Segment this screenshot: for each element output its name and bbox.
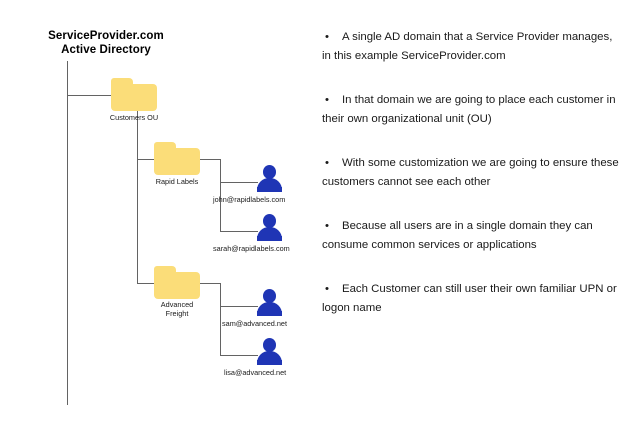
bullet-list: • A single AD domain that a Service Prov… bbox=[322, 28, 622, 343]
folder-body bbox=[154, 272, 200, 299]
user-head bbox=[262, 165, 276, 179]
bullet-text: With some customization we are going to … bbox=[322, 157, 619, 188]
bullet-marker: • bbox=[325, 283, 329, 295]
connector-rapid-labels-stub bbox=[200, 159, 221, 160]
connector-customers-ou-to-advanced-freight bbox=[137, 283, 155, 284]
user-label-lisa: lisa@advanced.net bbox=[224, 368, 287, 377]
connector-user-lisa bbox=[220, 355, 258, 356]
user-label-sam: sam@advanced.net bbox=[222, 319, 288, 328]
user-torso bbox=[256, 227, 282, 241]
bullet-marker: • bbox=[325, 31, 329, 43]
folder-tab bbox=[154, 142, 176, 152]
folder-body bbox=[111, 84, 157, 111]
connector-user-sam bbox=[220, 306, 258, 307]
user-label-john: john@rapidlabels.com bbox=[213, 195, 286, 204]
node-label-advanced-freight: Advanced Freight bbox=[160, 300, 194, 318]
user-head bbox=[262, 338, 276, 352]
user-icon-lisa[interactable] bbox=[255, 338, 283, 366]
folder-tab bbox=[111, 78, 133, 88]
user-icon-john[interactable] bbox=[255, 165, 283, 193]
bullet-item: • Because all users are in a single doma… bbox=[322, 217, 622, 255]
folder-icon-customers-ou[interactable] bbox=[111, 78, 157, 111]
folder-tab bbox=[154, 266, 176, 276]
connector-user-john bbox=[220, 182, 258, 183]
connector-root-to-customers-ou bbox=[67, 95, 122, 96]
folder-body bbox=[154, 148, 200, 175]
connector-rapid-labels-user-trunk bbox=[220, 159, 221, 231]
user-torso bbox=[256, 351, 282, 365]
user-label-sarah: sarah@rapidlabels.com bbox=[213, 244, 290, 253]
page-title: ServiceProvider.com Active Directory bbox=[0, 30, 212, 57]
bullet-text: Each Customer can still user their own f… bbox=[322, 283, 617, 314]
page-title-line2: Active Directory bbox=[61, 43, 151, 56]
connector-customers-ou-to-rapid-labels bbox=[137, 159, 155, 160]
page-title-line1: ServiceProvider.com bbox=[48, 30, 164, 42]
node-label-customers-ou: Customers OU bbox=[109, 113, 159, 122]
connector-advanced-freight-user-trunk bbox=[220, 283, 221, 355]
bullet-text: Because all users are in a single domain… bbox=[322, 220, 593, 251]
folder-icon-advanced-freight[interactable] bbox=[154, 266, 200, 299]
bullet-item: • In that domain we are going to place e… bbox=[322, 91, 622, 129]
bullet-marker: • bbox=[325, 220, 329, 232]
node-label-rapid-labels: Rapid Labels bbox=[155, 177, 199, 186]
connector-advanced-freight-stub bbox=[200, 283, 221, 284]
user-icon-sam[interactable] bbox=[255, 289, 283, 317]
bullet-item: • With some customization we are going t… bbox=[322, 154, 622, 192]
connector-customers-ou-trunk bbox=[137, 110, 138, 284]
user-torso bbox=[256, 302, 282, 316]
bullet-item: • Each Customer can still user their own… bbox=[322, 280, 622, 318]
bullet-marker: • bbox=[325, 94, 329, 106]
user-torso bbox=[256, 178, 282, 192]
connector-user-sarah bbox=[220, 231, 258, 232]
user-head bbox=[262, 289, 276, 303]
bullet-text: In that domain we are going to place eac… bbox=[322, 94, 616, 125]
bullet-text: A single AD domain that a Service Provid… bbox=[322, 31, 613, 62]
bullet-item: • A single AD domain that a Service Prov… bbox=[322, 28, 622, 66]
connector-root-trunk bbox=[67, 61, 68, 405]
bullet-marker: • bbox=[325, 157, 329, 169]
user-icon-sarah[interactable] bbox=[255, 214, 283, 242]
user-head bbox=[262, 214, 276, 228]
folder-icon-rapid-labels[interactable] bbox=[154, 142, 200, 175]
